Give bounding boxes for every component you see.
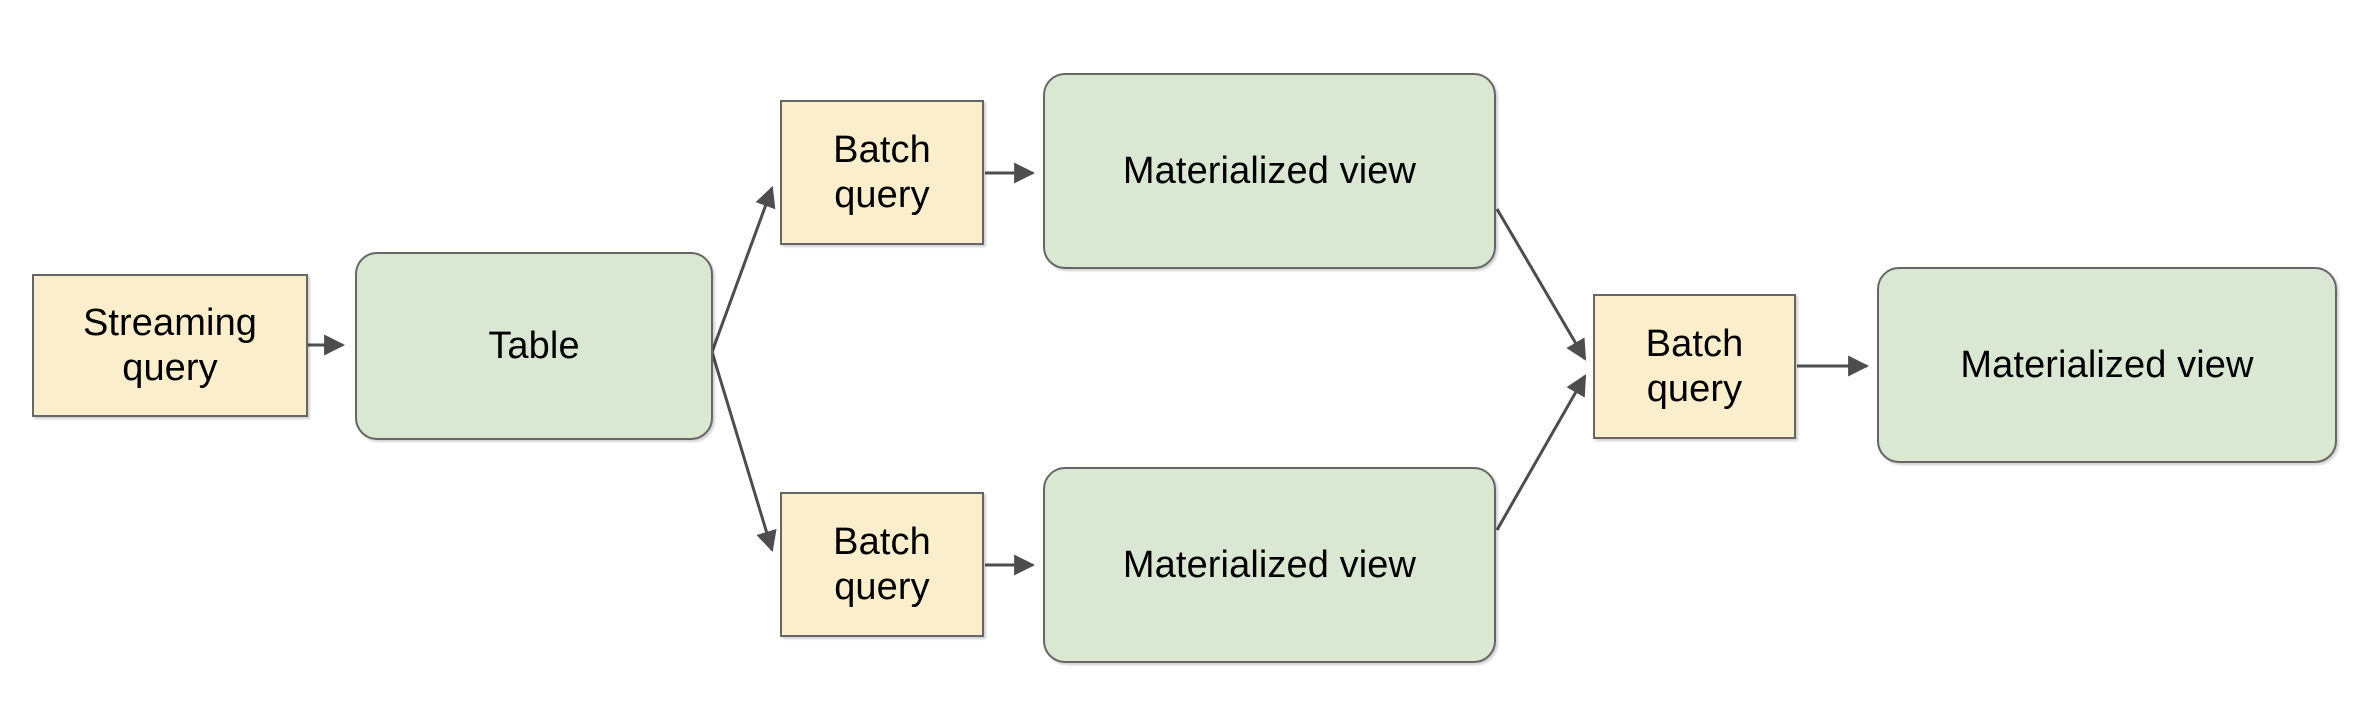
edge-table-to-batch-query-top: [710, 186, 776, 353]
node-label: Materialized view: [1122, 543, 1417, 586]
edge-materialized-view-top-to-batch-query-merge: [1495, 208, 1587, 361]
node-label: Table: [488, 324, 580, 367]
node-materialized-view-bottom[interactable]: Materialized view: [1043, 467, 1496, 663]
node-materialized-view-top[interactable]: Materialized view: [1043, 73, 1496, 269]
node-batch-query-top[interactable]: Batch query: [780, 100, 984, 245]
node-batch-query-bottom[interactable]: Batch query: [780, 492, 984, 637]
node-label: Batch query: [1645, 322, 1744, 410]
node-streaming-query[interactable]: Streaming query: [32, 274, 308, 417]
node-table[interactable]: Table: [355, 252, 713, 440]
edge-materialized-view-bottom-to-batch-query-merge: [1495, 374, 1587, 531]
node-label: Materialized view: [1122, 149, 1417, 192]
edge-table-to-batch-query-bottom: [710, 351, 777, 553]
node-label: Streaming query: [82, 301, 258, 389]
node-batch-query-merge[interactable]: Batch query: [1593, 294, 1796, 439]
node-label: Batch query: [833, 520, 931, 608]
node-materialized-view-final[interactable]: Materialized view: [1877, 267, 2337, 463]
node-label: Batch query: [833, 128, 931, 216]
node-label: Materialized view: [1960, 343, 2254, 386]
